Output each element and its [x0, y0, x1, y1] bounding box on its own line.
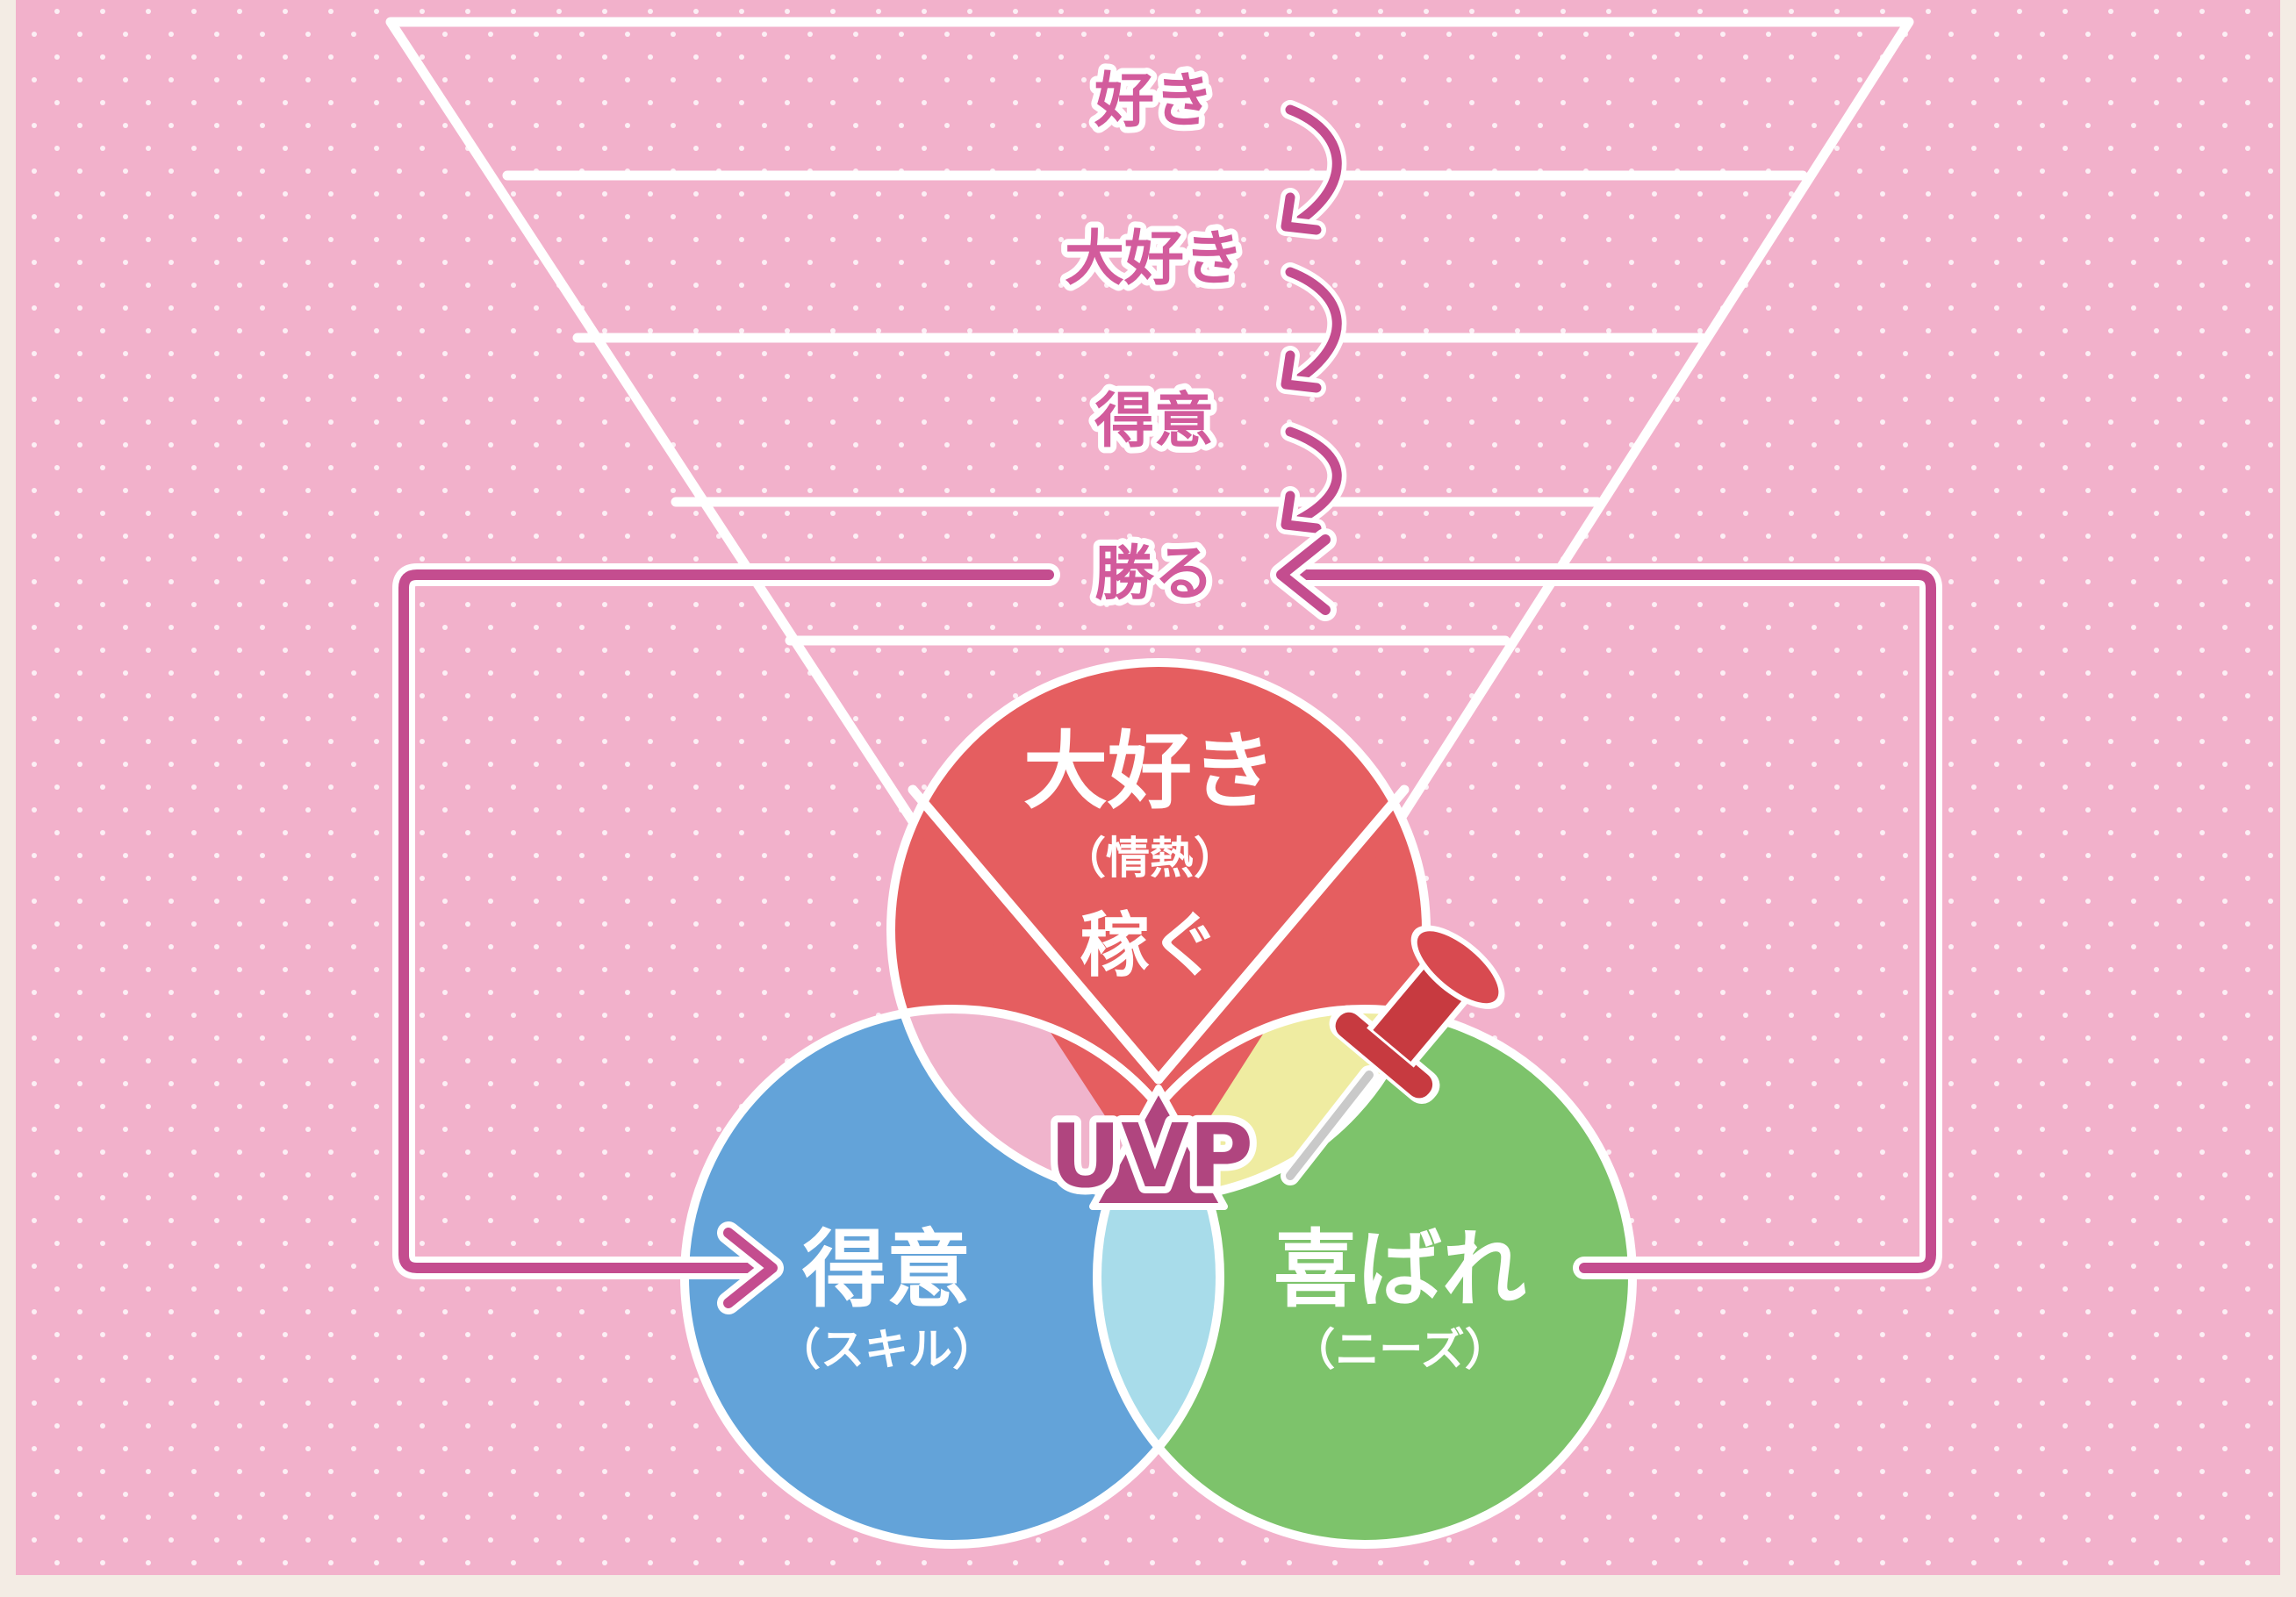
- needs-subtitle: （ニーズ）: [1291, 1324, 1509, 1375]
- pushpin-icon: [1281, 925, 1505, 1185]
- venn-diagram: [680, 658, 1637, 1549]
- loop-arrows: [392, 528, 1942, 1314]
- needs-title: 喜ばれ: [1274, 1221, 1526, 1319]
- overlap-passion-skill: [891, 1009, 1220, 1198]
- arrow-left-icon: [1270, 528, 1337, 621]
- curved-arrow-icon: [1276, 100, 1347, 240]
- passion-subtitle: （情熱）: [1062, 833, 1238, 884]
- curved-arrow-icon: [1276, 262, 1347, 397]
- funnel-labels: 好き 大好き 得意 勝る: [1058, 61, 1250, 615]
- funnel-outline: [385, 17, 1914, 1203]
- uvp-triangle: [1089, 1085, 1228, 1210]
- skill-title: 得意: [802, 1221, 971, 1319]
- funnel-level-3: 得意: [1094, 387, 1214, 456]
- venn-labels: 大好き （情熱） 稼ぐ 得意 （スキル） 喜ばれ （ニーズ） UVP: [777, 722, 1526, 1375]
- funnel-level-4: 勝る: [1094, 540, 1214, 609]
- curved-arrow-icon: [1276, 422, 1347, 538]
- funnel: [385, 17, 1914, 1203]
- arrow-right-icon: [717, 1221, 784, 1314]
- earn-label: 稼ぐ: [1080, 905, 1220, 986]
- passion-title: 大好き: [1023, 722, 1276, 820]
- funnel-level-1: 好き: [1094, 67, 1214, 136]
- funnel-level-2: 大好き: [1065, 225, 1244, 294]
- skill-subtitle: （スキル）: [777, 1324, 996, 1375]
- uvp-label: UVP: [1050, 1105, 1253, 1207]
- funnel-arrows: [1276, 100, 1347, 538]
- overlap-passion-needs: [1097, 1009, 1426, 1198]
